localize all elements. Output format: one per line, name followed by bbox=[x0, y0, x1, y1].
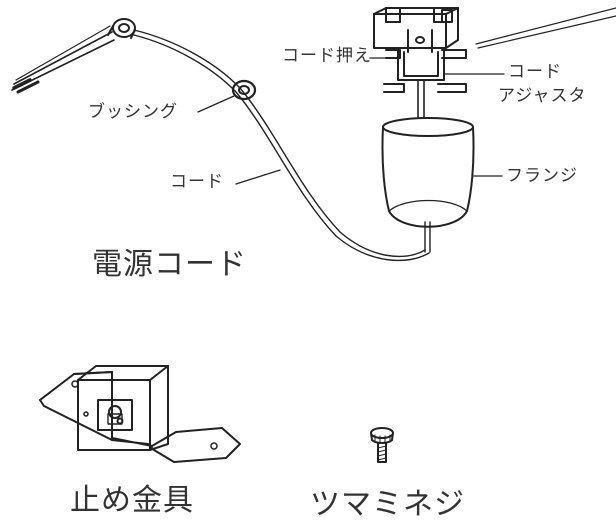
cord-end-sleeve bbox=[107, 18, 136, 39]
caption-stop-bracket: 止め金具 bbox=[70, 483, 194, 518]
bushing bbox=[231, 79, 257, 101]
flange bbox=[381, 117, 475, 228]
label-cord-holder: コード押え bbox=[282, 46, 372, 66]
caption-power-cord: 電源コード bbox=[92, 247, 247, 282]
knob-screw-illustration bbox=[370, 427, 394, 463]
label-cord: コード bbox=[170, 172, 224, 192]
label-cord-adjuster-line2: アジャスタ bbox=[498, 86, 587, 106]
cord-adjuster bbox=[373, 7, 467, 93]
leader-lines bbox=[197, 57, 505, 185]
stop-bracket-illustration bbox=[39, 365, 241, 463]
caption-knob-screw: ツマミネジ bbox=[310, 487, 465, 522]
power-cord-illustration bbox=[11, 7, 616, 262]
label-cord-adjuster-line1: コード bbox=[508, 62, 562, 82]
label-bushing: ブッシング bbox=[88, 102, 178, 122]
label-flange: フランジ bbox=[506, 166, 578, 186]
